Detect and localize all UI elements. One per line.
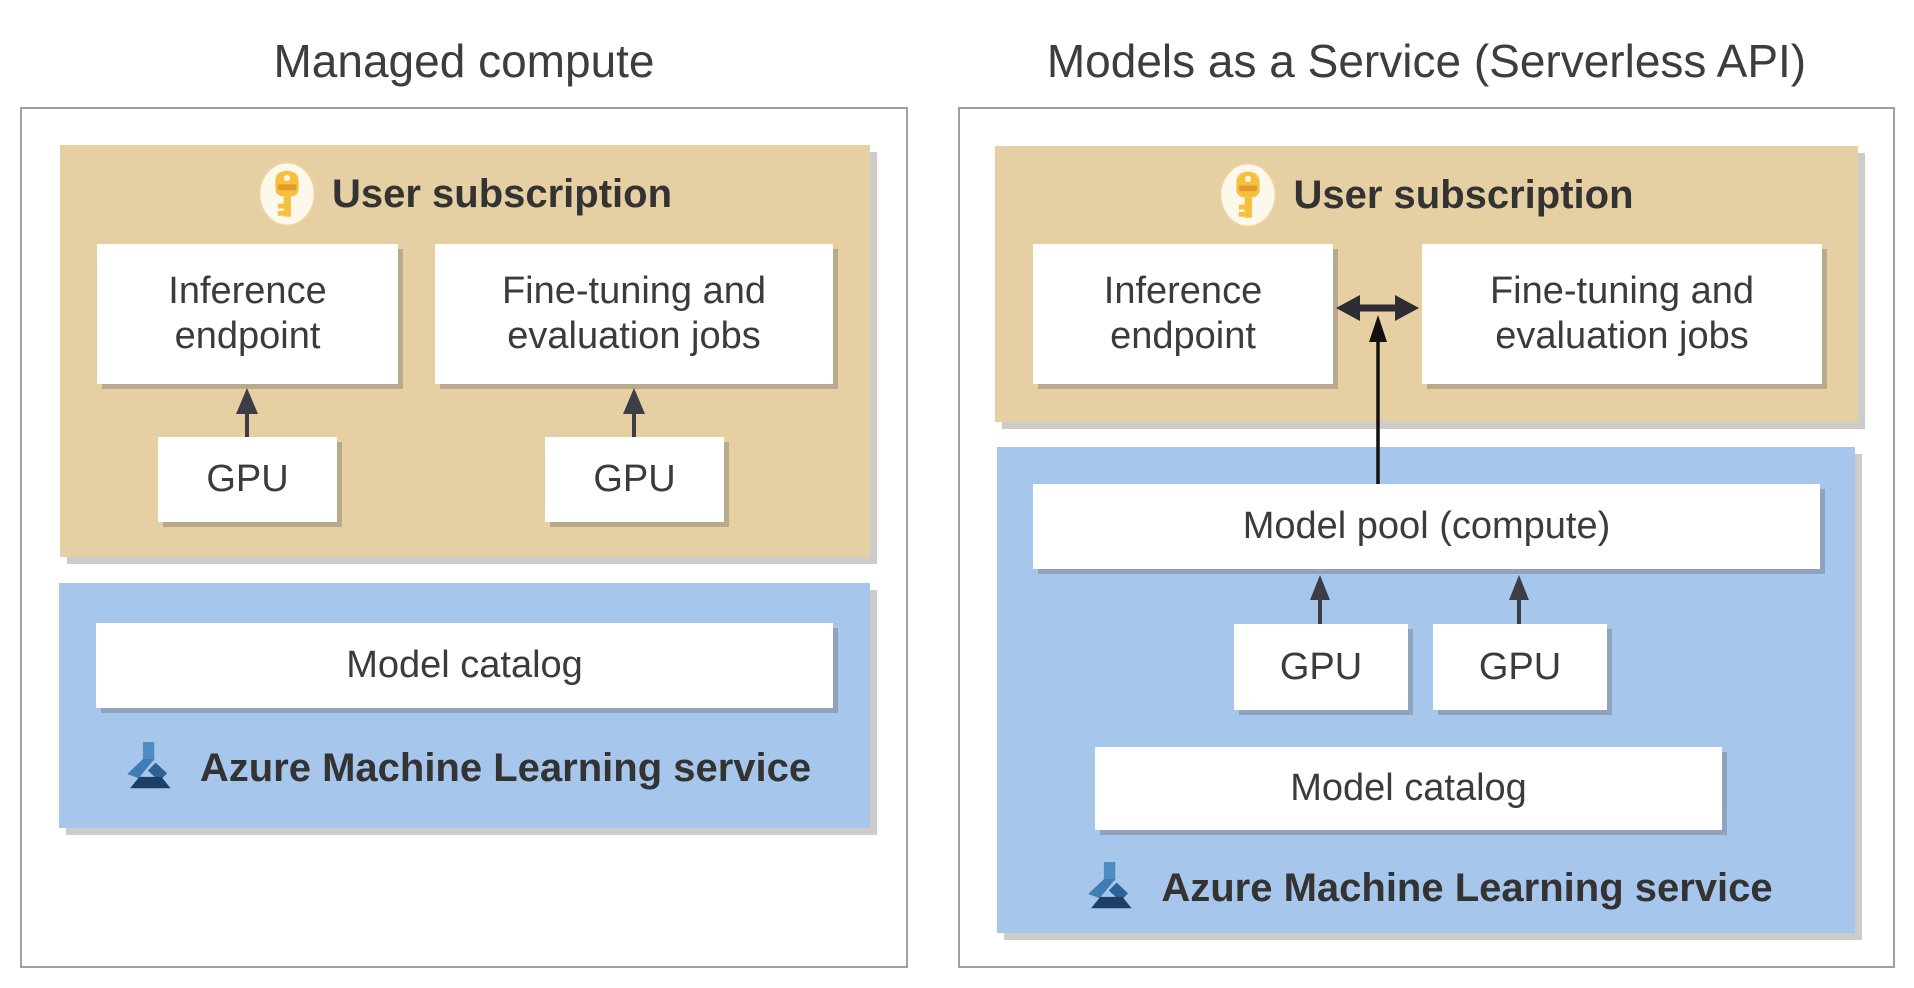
fine-tuning-label: Fine-tuning and evaluation jobs (501, 270, 767, 357)
user-subscription-label: User subscription (331, 171, 673, 216)
gpu-box: GPU (158, 437, 337, 522)
inference-endpoint-box: Inference endpoint (1033, 244, 1333, 384)
fine-tuning-box: Fine-tuning and evaluation jobs (435, 244, 833, 384)
fine-tuning-box: Fine-tuning and evaluation jobs (1422, 244, 1822, 384)
azure-ml-icon (1088, 862, 1132, 909)
gpu-label: GPU (593, 458, 676, 501)
inference-endpoint-label: Inference endpoint (168, 270, 327, 357)
azure-ml-service-row-left: Azure Machine Learning service (59, 722, 870, 814)
left-panel-title: Managed compute (273, 35, 655, 87)
user-subscription-header-right: User subscription (995, 160, 1858, 230)
gpu-label: GPU (1279, 645, 1363, 688)
key-icon (1219, 162, 1277, 228)
model-catalog-box: Model catalog (1095, 747, 1722, 830)
key-icon (258, 161, 316, 227)
model-pool-box: Model pool (compute) (1033, 484, 1820, 569)
inference-endpoint-box: Inference endpoint (97, 244, 398, 384)
gpu-label: GPU (206, 458, 289, 501)
user-subscription-label: User subscription (1293, 172, 1634, 217)
model-catalog-label: Model catalog (1290, 767, 1527, 810)
right-panel-title: Models as a Service (Serverless API) (1046, 35, 1807, 87)
model-catalog-box: Model catalog (96, 623, 833, 708)
gpu-box: GPU (1433, 624, 1607, 710)
model-pool-label: Model pool (compute) (1242, 505, 1611, 548)
model-catalog-label: Model catalog (346, 644, 583, 687)
gpu-box: GPU (545, 437, 724, 522)
fine-tuning-label: Fine-tuning and evaluation jobs (1489, 270, 1755, 357)
azure-ml-service-row-right: Azure Machine Learning service (997, 842, 1855, 934)
azure-ml-service-label: Azure Machine Learning service (199, 745, 812, 790)
azure-ml-icon (127, 742, 171, 789)
gpu-box: GPU (1234, 624, 1408, 710)
gpu-label: GPU (1478, 645, 1562, 688)
inference-endpoint-label: Inference endpoint (1103, 270, 1263, 357)
user-subscription-header-left: User subscription (60, 159, 870, 229)
azure-ml-service-label: Azure Machine Learning service (1161, 865, 1773, 910)
